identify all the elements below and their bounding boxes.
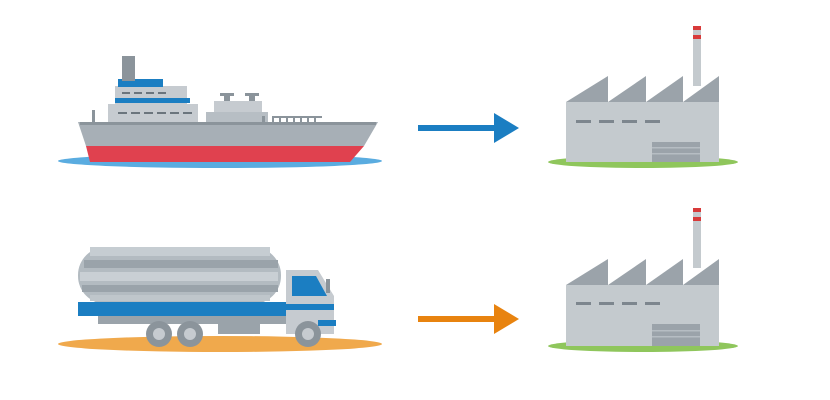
ship-cargo-block <box>206 112 268 122</box>
ship-crane-top <box>220 93 234 96</box>
cargo-ship-icon <box>58 56 382 168</box>
factory-roof-1 <box>566 259 608 285</box>
blue-arrow <box>418 113 519 143</box>
factory-roof-2 <box>608 76 646 102</box>
ship-upper-bridge <box>118 79 163 87</box>
ground-ellipse <box>58 336 382 352</box>
ship-bridge-windows <box>118 92 192 114</box>
truck-frame <box>78 302 291 316</box>
ship-hull-red <box>86 146 364 162</box>
truck-bumper <box>318 320 336 326</box>
factory-icon <box>548 26 738 168</box>
ship-crane2-top <box>245 93 259 96</box>
truck-cab-window <box>292 276 327 296</box>
truck-wheel-rear-1 <box>146 321 172 347</box>
factory-door <box>652 324 700 346</box>
ship-bow-post <box>92 110 95 122</box>
factory-windows <box>576 120 660 123</box>
ship-funnel <box>122 56 135 81</box>
factory-roof-4 <box>683 259 719 285</box>
tanker-truck-icon <box>58 247 382 352</box>
factory-roof-3 <box>646 259 683 285</box>
ship-stern-post <box>262 116 265 124</box>
ship-crane2-base <box>249 96 255 101</box>
truck-toolbox <box>218 320 260 334</box>
factory-roof-4 <box>683 76 719 102</box>
ship-bridge-stripe <box>115 98 190 103</box>
truck-cab-stripe <box>286 304 334 310</box>
truck-wheel-front <box>295 321 321 347</box>
ship-railing <box>272 116 322 124</box>
truck-tank <box>78 247 281 304</box>
factory-chimney <box>693 26 701 86</box>
factory-door <box>652 142 700 162</box>
ship-crane-base <box>224 96 230 101</box>
truck-mirror <box>326 279 330 293</box>
factory-windows <box>576 302 660 305</box>
orange-arrow <box>418 304 519 334</box>
ship-cargo-top <box>214 101 262 112</box>
truck-wheel-rear-2 <box>177 321 203 347</box>
factory-roof-1 <box>566 76 608 102</box>
factory-icon <box>548 208 738 352</box>
ship-deck-line <box>80 122 376 125</box>
truck-under <box>98 316 288 324</box>
factory-roof-3 <box>646 76 683 102</box>
ship-hull-upper <box>78 122 378 146</box>
factory-chimney <box>693 208 701 268</box>
factory-roof-2 <box>608 259 646 285</box>
